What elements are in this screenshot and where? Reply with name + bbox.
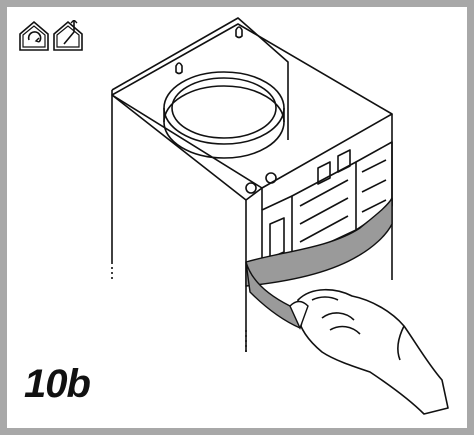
house-exhaust-icon — [53, 20, 83, 51]
mode-icons — [18, 20, 84, 52]
house-recirculation-icon — [19, 20, 49, 51]
step-label: 10b — [24, 362, 91, 406]
